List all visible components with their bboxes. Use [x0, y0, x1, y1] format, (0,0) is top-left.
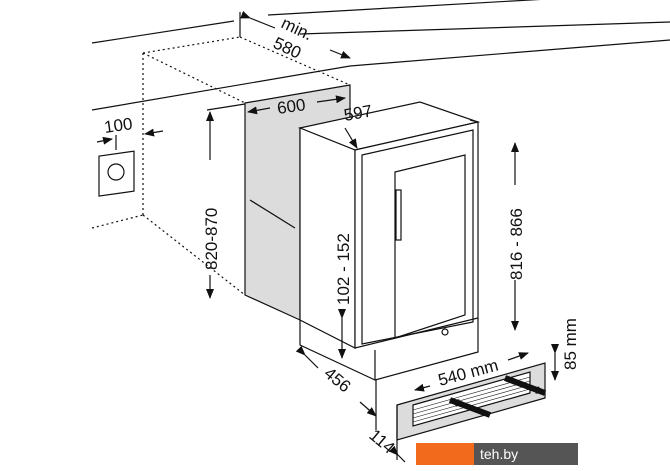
watermark-logo: teh.by — [416, 443, 578, 465]
wall-line — [91, 20, 235, 44]
power-socket — [98, 150, 135, 197]
label-foot-height: 102 - 152 — [334, 233, 353, 305]
airflow-out-arrow — [503, 375, 547, 396]
wall-line — [299, 21, 670, 35]
label-grille-height: 85 mm — [561, 318, 580, 370]
wall-line — [267, 0, 541, 16]
watermark-text: teh.by — [474, 443, 578, 465]
label-plinth-offset: 114 — [365, 426, 398, 458]
label-appliance-height: 816 - 866 — [507, 208, 526, 280]
door-handle — [395, 189, 402, 241]
label-niche-height: 820-870 — [202, 208, 221, 270]
airflow-in-arrow — [448, 397, 492, 418]
label-appliance-width: 597 — [342, 101, 373, 125]
watermark-orange-block — [416, 443, 474, 465]
label-width-niche: 600 — [276, 95, 307, 118]
wall-line — [349, 39, 670, 67]
wall-line — [91, 65, 351, 111]
door-glass — [394, 154, 466, 339]
label-socket-offset: 100 — [103, 114, 134, 137]
